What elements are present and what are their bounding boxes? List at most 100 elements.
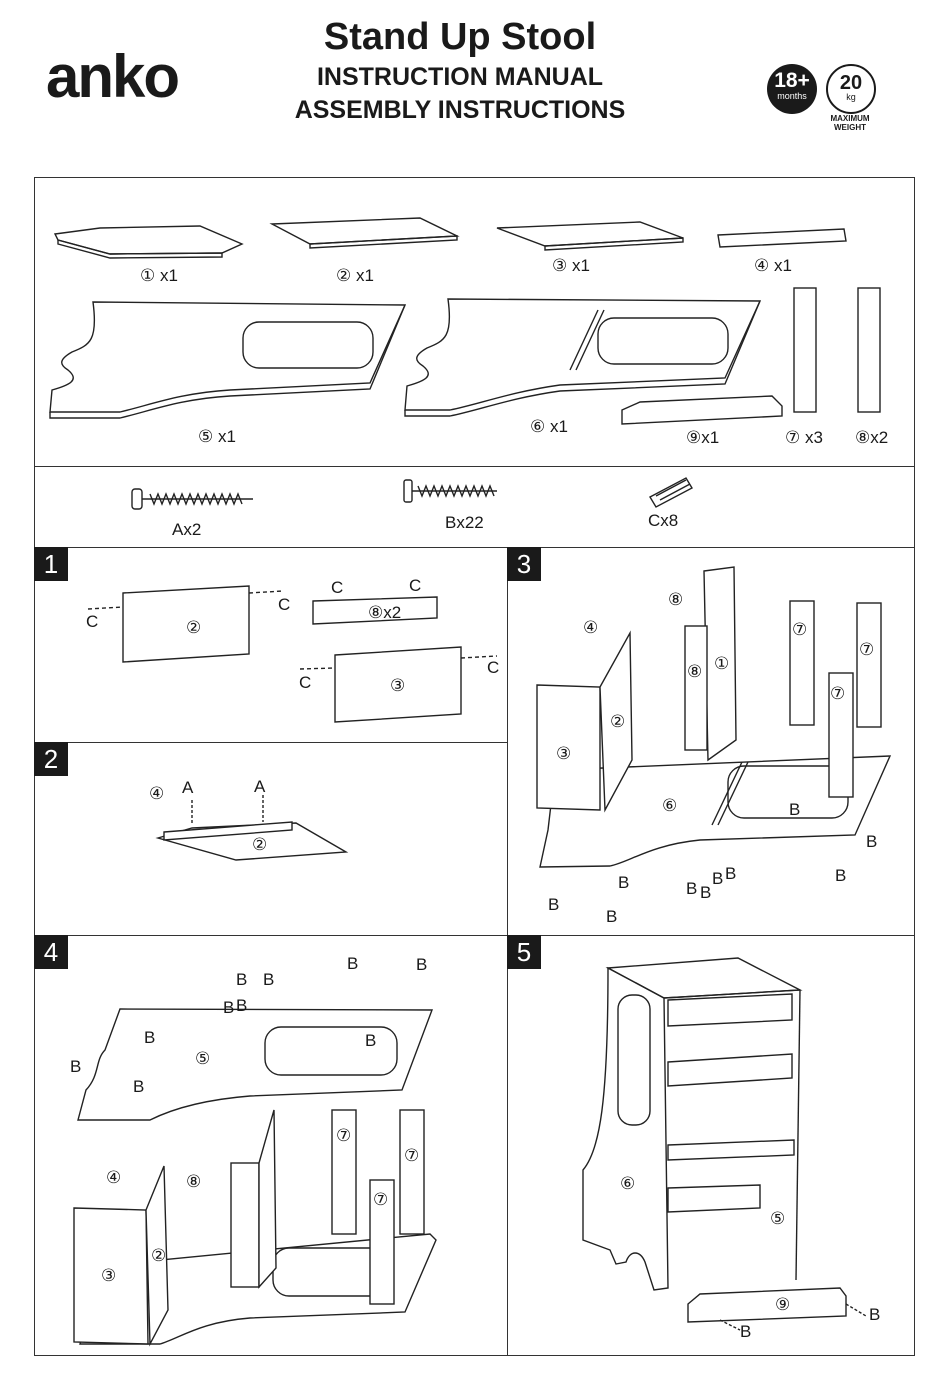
s4-part-3-label: ③: [101, 1266, 117, 1285]
brand-logo: anko: [46, 43, 180, 110]
s3-part-2-label: ②: [610, 712, 626, 731]
s4-screw-b: B: [223, 998, 235, 1017]
s3-screw-b: B: [700, 883, 712, 902]
s1-dowel-c: C: [278, 595, 291, 614]
part-4-drawing: [717, 228, 847, 248]
s3-part-1-label: ①: [714, 654, 730, 673]
part-5-drawing: [49, 301, 407, 419]
step2-drawing: [155, 795, 349, 861]
s5-part-5-label: ⑤: [770, 1209, 786, 1228]
part-1-label: ① x1: [140, 266, 178, 285]
part-6-label: ⑥ x1: [530, 417, 568, 436]
step-2-number: 2: [34, 742, 68, 776]
s3-screw-b: B: [686, 879, 698, 898]
max-weight-caption: MAXIMUM WEIGHT: [830, 114, 870, 132]
part-7-drawing: [793, 287, 817, 413]
s4-screw-b: B: [263, 970, 275, 989]
step-3-number: 3: [507, 547, 541, 581]
s3-screw-b: B: [712, 869, 724, 888]
s2-screw-a: A: [182, 778, 194, 797]
s3-screw-b: B: [606, 907, 618, 926]
weight-value: 20: [839, 72, 863, 94]
s4-screw-b: B: [133, 1077, 145, 1096]
hardware-c-label: Cx8: [648, 511, 679, 530]
s1-part-8-label: ⑧x2: [368, 603, 402, 622]
s5-part-6-label: ⑥: [620, 1174, 636, 1193]
s1-panel-3-label: ③: [390, 676, 406, 695]
s3-screw-b: B: [789, 800, 801, 819]
age-badge: 18+ months: [767, 64, 817, 114]
part-2-label: ② x1: [336, 266, 374, 285]
s3-part-4-label: ④: [583, 618, 599, 637]
step-5-number: 5: [507, 935, 541, 969]
s5-screw-b: B: [869, 1305, 881, 1324]
s4-part-7-label: ⑦: [404, 1146, 420, 1165]
s1-panel-2-label: ②: [186, 618, 202, 637]
s4-part-2-label: ②: [151, 1246, 167, 1265]
screw-b-drawing: [403, 479, 497, 503]
part-7-label: ⑦ x3: [785, 428, 823, 447]
part-3-label: ③ x1: [552, 256, 590, 275]
s4-screw-b: B: [236, 996, 248, 1015]
part-9-label: ⑨x1: [686, 428, 720, 447]
s3-part-3-label: ③: [556, 744, 572, 763]
s4-screw-b: B: [70, 1057, 82, 1076]
dowel-drawing: [649, 477, 693, 508]
part-3-drawing: [496, 221, 684, 251]
s1-dowel-c: C: [331, 578, 344, 597]
step-1-number: 1: [34, 547, 68, 581]
s3-part-6-label: ⑥: [662, 796, 678, 815]
s5-part-9-label: ⑨: [775, 1295, 791, 1314]
hardware-b-label: Bx22: [445, 513, 484, 532]
s3-screw-b: B: [725, 864, 737, 883]
part-4-label: ④ x1: [754, 256, 792, 275]
s3-screw-b: B: [548, 895, 560, 914]
part-8-label: ⑧x2: [855, 428, 889, 447]
s1-dowel-c: C: [487, 658, 500, 677]
screw-a-drawing: [131, 488, 253, 510]
step5-panel: [507, 935, 915, 1356]
hardware-a-label: Ax2: [172, 520, 202, 539]
step5-drawing: [582, 957, 867, 1331]
part-8-drawing: [857, 287, 881, 413]
age-value: 18+: [774, 69, 810, 92]
s3-screw-b: B: [866, 832, 878, 851]
s1-dowel-c: C: [86, 612, 99, 631]
step1-drawing: [87, 585, 498, 723]
s4-screw-b: B: [347, 954, 359, 973]
product-title: Stand Up Stool: [323, 16, 597, 58]
weight-badge: 20 kg: [826, 64, 876, 114]
part-2-drawing: [269, 217, 460, 249]
step-4-number: 4: [34, 935, 68, 969]
manual-subtitle: INSTRUCTION MANUAL: [316, 63, 604, 91]
weight-unit: kg: [846, 92, 856, 102]
s4-screw-b: B: [365, 1031, 377, 1050]
s3-part-8b-label: ⑧: [687, 662, 703, 681]
step4-drawing: [73, 1008, 437, 1347]
s4-part-7-label: ⑦: [336, 1126, 352, 1145]
s2-part-2-label: ②: [252, 835, 268, 854]
s2-screw-a: A: [254, 777, 266, 796]
s2-part-4-label: ④: [149, 784, 165, 803]
s5-screw-b: B: [740, 1322, 752, 1341]
s3-screw-b: B: [835, 866, 847, 885]
s4-screw-b: B: [416, 955, 428, 974]
part-1-drawing: [53, 225, 244, 259]
s3-part-7-label: ⑦: [859, 640, 875, 659]
age-unit: months: [777, 91, 807, 101]
s4-part-7-label: ⑦: [373, 1190, 389, 1209]
s1-dowel-c: C: [409, 576, 422, 595]
s3-screw-b: B: [618, 873, 630, 892]
s4-part-8-label: ⑧: [186, 1172, 202, 1191]
part-6-drawing: [404, 298, 762, 417]
part-5-label: ⑤ x1: [198, 427, 236, 446]
s4-part-5-label: ⑤: [195, 1049, 211, 1068]
s4-screw-b: B: [236, 970, 248, 989]
s3-part-7-label: ⑦: [792, 620, 808, 639]
part-9-drawing: [621, 395, 783, 425]
s3-part-8-label: ⑧: [668, 590, 684, 609]
s3-part-7-label: ⑦: [830, 684, 846, 703]
s1-dowel-c: C: [299, 673, 312, 692]
s4-part-4-label: ④: [106, 1168, 122, 1187]
